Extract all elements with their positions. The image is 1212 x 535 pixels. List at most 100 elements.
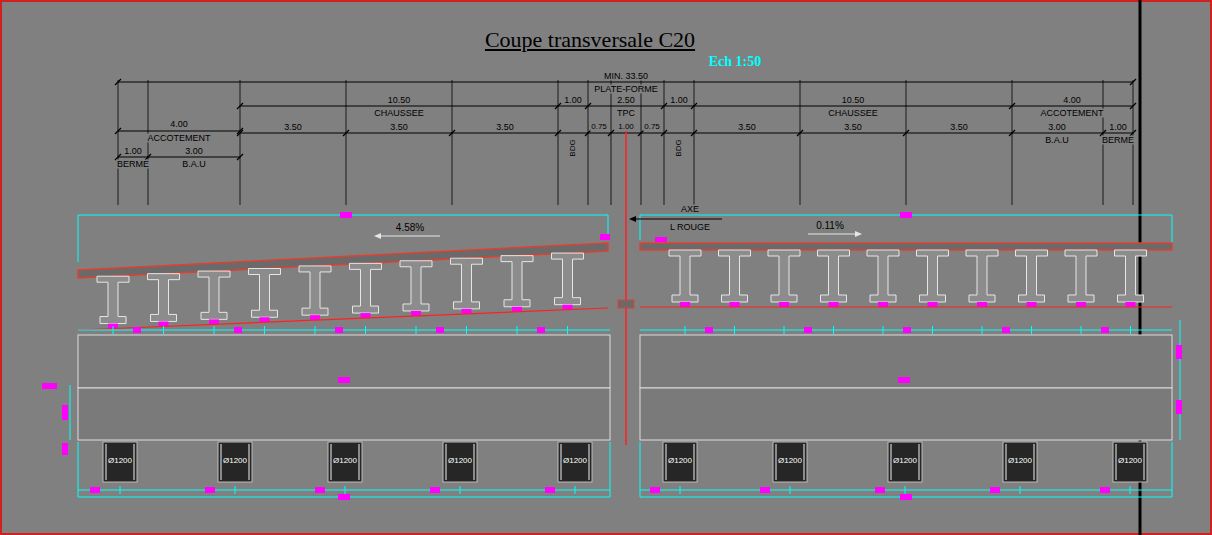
dimension-tick [685,326,686,334]
dimension-tick [120,486,121,494]
dimension-text: AXE [680,205,700,214]
bearing-line [640,306,1172,307]
pink-marker [62,405,68,420]
dimension-text: MIN. 33.50 [603,72,649,81]
pile-diameter: Ø1200 [667,457,693,465]
pier-cap [78,335,610,388]
dimension-tick [932,326,933,334]
pink-marker [133,327,141,333]
bearing-pad [1126,302,1136,307]
dimension-tick [691,130,697,136]
pile [328,442,362,482]
dimension-text: L ROUGE [669,223,711,232]
precast-beam [501,256,533,307]
precast-beam [451,258,483,309]
strip-label: BDG [569,138,577,157]
pile-diameter: Ø1200 [332,457,358,465]
extension-line [664,80,665,205]
dimension-text: 0.75 [643,123,661,131]
dimension-line [240,133,1133,134]
dimension-tick [575,486,576,494]
pier-cap [640,388,1172,440]
dimension-tick [608,130,614,136]
dimension-tick [214,326,215,334]
extension-line [611,80,612,205]
scale-note: Ech 1:50 [708,55,763,69]
bearing-pad [779,302,789,307]
pile-diameter: Ø1200 [222,457,248,465]
bearing-pad [680,302,690,307]
dimension-tick [237,154,243,160]
pile [443,442,477,482]
dimension-text: CHAUSSEE [827,109,879,118]
dimension-text: ACCOTEMENT [1040,109,1105,118]
bearing-pad [462,309,472,314]
dimension-line [1180,320,1181,440]
pink-marker [1100,487,1110,493]
precast-beam [966,250,998,302]
dimension-text: ACCOTEMENT [147,134,212,143]
slope-arrow [808,234,856,235]
dimension-outline [640,442,1172,497]
pile [1003,442,1037,482]
pink-marker [436,327,444,333]
pink-marker [338,377,350,383]
pink-marker [1002,327,1010,333]
dimension-line [118,82,1133,83]
dimension-tick [1130,79,1136,85]
dimension-tick [460,486,461,494]
pile-hatch [1144,444,1145,480]
pile-hatch [474,444,475,480]
pile-hatch [694,444,695,480]
precast-beam [719,250,751,302]
pink-marker [42,383,57,389]
extension-line [452,80,453,205]
dimension-line [78,330,610,331]
dimension-text: 3.50 [949,123,969,132]
pink-marker [1101,327,1109,333]
extension-line [558,80,559,205]
bearing-pad [878,302,888,307]
dimension-tick [797,130,803,136]
dimension-text: 1.00 [669,96,689,105]
precast-beam [148,274,180,322]
bearing-pad [260,317,270,322]
extension-line [641,80,642,205]
dimension-tick [784,326,785,334]
dimension-tick [555,103,561,109]
precast-beam [867,250,899,302]
pile-hatch [134,444,135,480]
dimension-text: 1.00 [617,123,635,131]
pink-marker [760,487,770,493]
dimension-tick [345,486,346,494]
bearing-pad [310,315,320,320]
pile-hatch [919,444,920,480]
pink-marker [655,237,667,242]
dimension-tick [691,103,697,109]
dimension-text: 3.50 [843,123,863,132]
bearing-pad [361,313,371,318]
slope-arrow [380,236,440,237]
dimension-line [118,157,240,158]
pink-marker [62,443,68,455]
extension-line [118,80,119,205]
bearing-pad [411,311,421,316]
precast-beam [350,263,382,313]
dimension-text: 1.00 [123,147,143,156]
dimension-tick [343,130,349,136]
bearing-pad [977,302,987,307]
bearing-pad [209,319,219,324]
dimension-tick [585,103,591,109]
bearing-pad [512,307,522,312]
dimension-tick [264,326,265,334]
precast-beam [299,266,331,315]
drawing-title: Coupe transversale C20 [483,29,697,51]
pink-marker [1176,400,1182,414]
dimension-tick [1130,486,1131,494]
pink-marker [650,487,660,493]
dimension-text: PLATE-FORME [593,85,658,94]
arrow-head [374,233,381,239]
pier-cap [78,388,610,440]
axis-marker [618,300,634,308]
